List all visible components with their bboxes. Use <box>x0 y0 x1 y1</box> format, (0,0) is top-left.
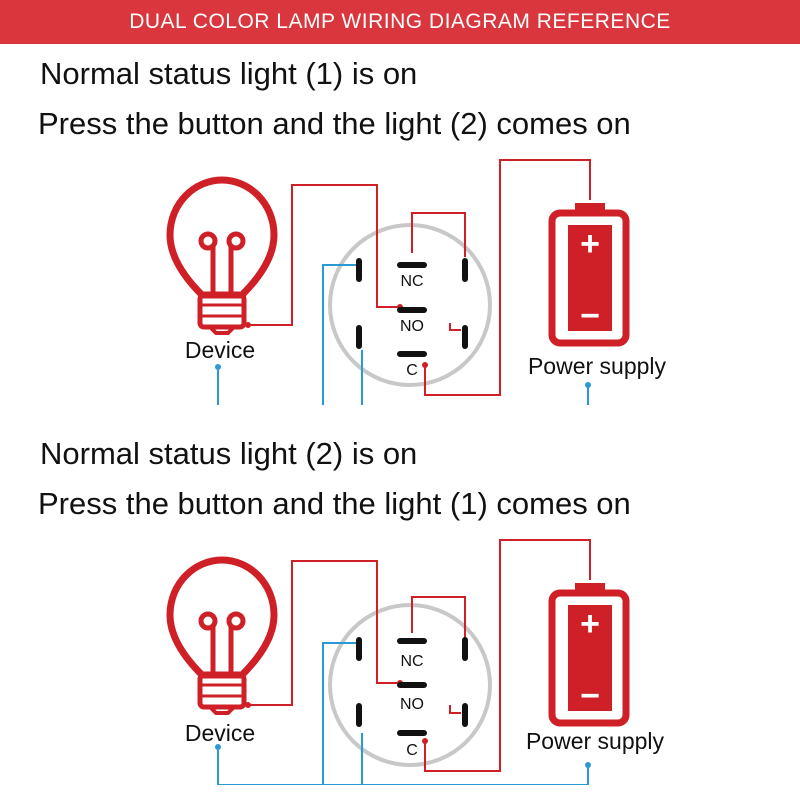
switch-terminals <box>356 258 468 357</box>
wiring-diagram-1: NC NO C Device + − Power supply <box>0 155 800 413</box>
switch-terminals <box>356 637 468 736</box>
light-bulb-icon <box>166 176 278 335</box>
no-terminal-label: NO <box>400 318 424 335</box>
battery-minus-sign: − <box>580 297 600 335</box>
nc-terminal-label: NC <box>400 273 423 290</box>
no-terminal-label: NO <box>400 696 424 713</box>
wire-terminal-dots <box>215 680 591 768</box>
section-1-press-text: Press the button and the light (2) comes… <box>38 106 631 141</box>
device-label: Device <box>185 720 255 746</box>
red-wires <box>248 539 591 772</box>
battery-icon <box>548 203 630 347</box>
c-terminal-label: C <box>406 362 418 379</box>
battery-icon <box>548 583 630 727</box>
section-2-status-text: Normal status light (2) is on <box>40 436 418 471</box>
section-2-press-text: Press the button and the light (1) comes… <box>38 486 631 521</box>
switch-body-ring <box>328 223 492 387</box>
battery-plus-sign: + <box>580 605 600 643</box>
wiring-diagram-2: NC NO C Device + − Power supply <box>0 535 800 786</box>
power-supply-label: Power supply <box>528 353 667 379</box>
header-title: DUAL COLOR LAMP WIRING DIAGRAM REFERENCE <box>129 10 671 33</box>
power-supply-label: Power supply <box>526 728 665 754</box>
battery-plus-sign: + <box>580 225 600 263</box>
light-bulb-icon <box>166 556 278 715</box>
header-banner: DUAL COLOR LAMP WIRING DIAGRAM REFERENCE <box>0 0 800 44</box>
c-terminal-label: C <box>406 742 418 759</box>
device-label: Device <box>185 337 255 363</box>
section-1-status-text: Normal status light (1) is on <box>40 56 418 91</box>
switch-body-ring <box>328 603 492 767</box>
red-wires <box>248 159 591 396</box>
nc-terminal-label: NC <box>400 653 423 670</box>
battery-minus-sign: − <box>580 677 600 715</box>
